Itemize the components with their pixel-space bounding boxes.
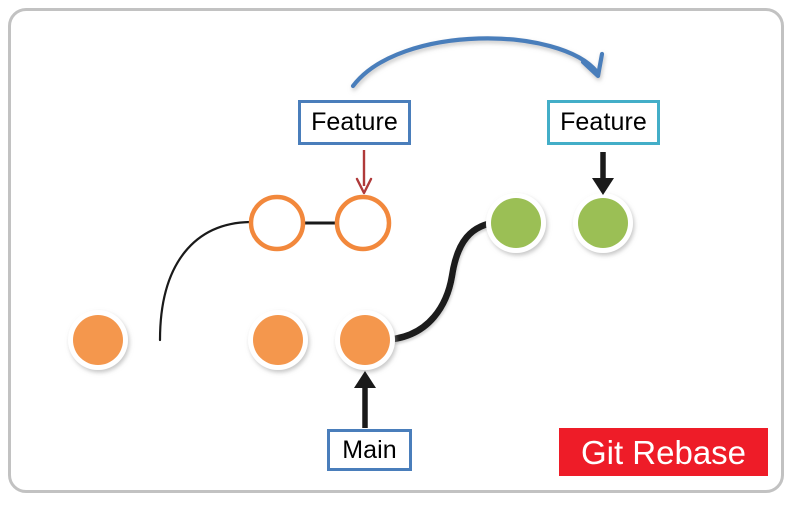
rebase-arc-arrow — [350, 36, 605, 89]
commit-node-feature-original-1[interactable] — [248, 194, 306, 252]
commit-node-main-1[interactable] — [68, 310, 128, 370]
commit-node-main-2[interactable] — [248, 310, 308, 370]
feature-label-before-text: Feature — [311, 108, 398, 136]
diagram-frame — [8, 8, 784, 493]
feature-label-after[interactable]: Feature — [547, 100, 660, 145]
feature-label-before[interactable]: Feature — [298, 100, 411, 145]
feature-after-pointer-arrow — [592, 152, 614, 195]
main-label[interactable]: Main — [327, 429, 412, 471]
git-rebase-badge-text: Git Rebase — [580, 433, 747, 471]
commit-node-feature-rebased-2[interactable] — [573, 193, 633, 253]
commit-node-feature-rebased-1[interactable] — [486, 193, 546, 253]
git-rebase-badge: Git Rebase — [559, 428, 768, 476]
main-label-text: Main — [342, 435, 397, 464]
edge-old-branch-curve — [158, 220, 252, 342]
commit-node-feature-original-2[interactable] — [334, 194, 392, 252]
main-pointer-arrow — [354, 371, 376, 428]
edge-rebase-s-curve — [376, 218, 504, 344]
commit-node-main-3[interactable] — [335, 310, 395, 370]
feature-label-after-text: Feature — [560, 108, 647, 136]
feature-before-pointer-arrow — [355, 150, 373, 195]
